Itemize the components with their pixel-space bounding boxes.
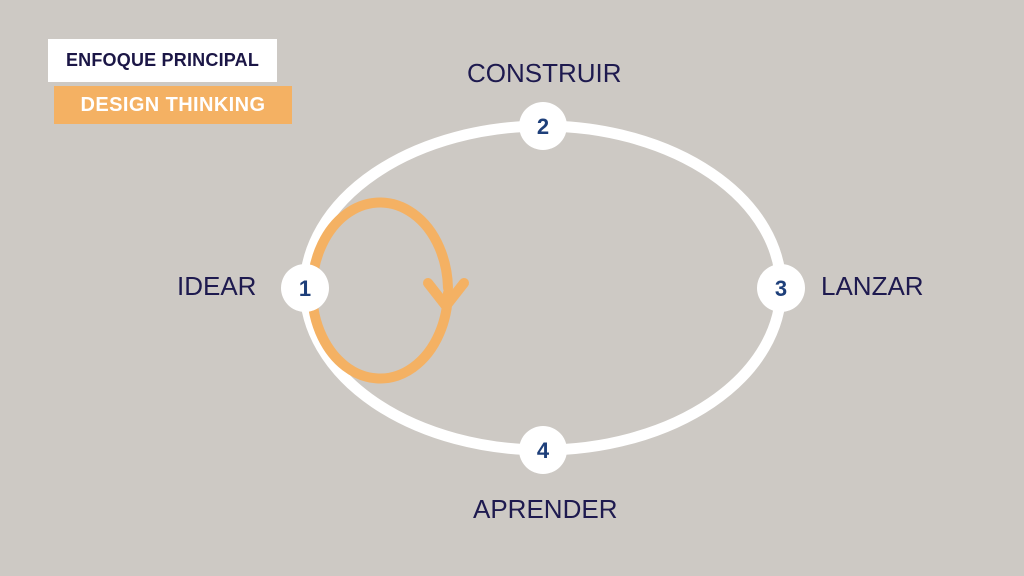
- iteration-arrow-icon: [423, 278, 469, 311]
- node-1-number: 1: [299, 276, 311, 301]
- cycle-ring: [299, 120, 787, 456]
- node-4-number: 4: [537, 438, 550, 463]
- node-2: 2: [519, 102, 567, 150]
- node-3-number: 3: [775, 276, 787, 301]
- stage-label-aprender: APRENDER: [473, 494, 618, 524]
- stage-label-lanzar: LANZAR: [821, 271, 924, 301]
- stage-label-idear: IDEAR: [177, 271, 257, 301]
- tag-enfoque-principal: ENFOQUE PRINCIPAL: [48, 39, 277, 82]
- stage-label-construir: CONSTRUIR: [467, 58, 622, 88]
- node-2-number: 2: [537, 114, 549, 139]
- tag-design-thinking: DESIGN THINKING: [54, 86, 292, 124]
- node-1: 1: [281, 264, 329, 312]
- node-3: 3: [757, 264, 805, 312]
- node-4: 4: [519, 426, 567, 474]
